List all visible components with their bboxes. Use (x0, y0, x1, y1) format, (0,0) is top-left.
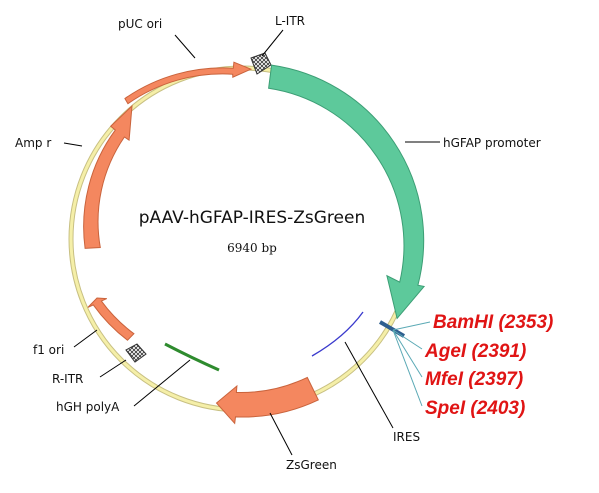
feature-l-itr (250, 52, 272, 75)
feature-r-itr (125, 343, 147, 363)
leader-hgh-polya (133, 359, 191, 407)
label-hgfap-promoter: hGFAP promoter (443, 136, 541, 150)
feature-puc-ori (124, 61, 253, 105)
leader-puc-ori (174, 34, 196, 59)
site-leader-agei (392, 329, 423, 350)
label-site-spei: SpeI (2403) (425, 398, 525, 419)
label-site-agei: AgeI (2391) (424, 341, 526, 362)
label-site-bamhi: BamHI (2353) (433, 312, 553, 333)
feature-ires (311, 311, 364, 357)
feature-zsgreen (215, 376, 319, 425)
label-f1-ori: f1 ori (33, 343, 64, 357)
label-site-mfei: MfeI (2397) (425, 369, 523, 390)
site-marker-bar (378, 320, 406, 338)
site-leader-mfei (392, 329, 423, 378)
label-puc-ori: pUC ori (118, 17, 162, 31)
label-amp-r: Amp r (15, 136, 51, 150)
feature-hgfap-promoter (268, 64, 426, 320)
site-leader-spei (392, 329, 423, 407)
feature-f1-ori (87, 297, 135, 341)
feature-hgh-polya (164, 342, 220, 372)
label-ires: IRES (393, 430, 420, 444)
leader-ires (344, 341, 394, 429)
leader-r-itr (99, 359, 127, 378)
leader-l-itr (261, 29, 284, 57)
label-zsgreen: ZsGreen (286, 458, 337, 472)
label-hgh-polya: hGH polyA (56, 400, 120, 414)
plasmid-name: pAAV-hGFAP-IRES-ZsGreen (139, 208, 366, 228)
label-r-itr: R-ITR (52, 372, 83, 386)
site-leader-bamhi (392, 321, 431, 331)
leader-f1-ori (73, 329, 98, 348)
leader-zsgreen (269, 412, 293, 456)
label-l-itr: L-ITR (275, 14, 305, 28)
leader-amp-r (63, 142, 83, 147)
plasmid-size: 6940 bp (227, 241, 277, 255)
feature-amp-r (83, 104, 133, 249)
